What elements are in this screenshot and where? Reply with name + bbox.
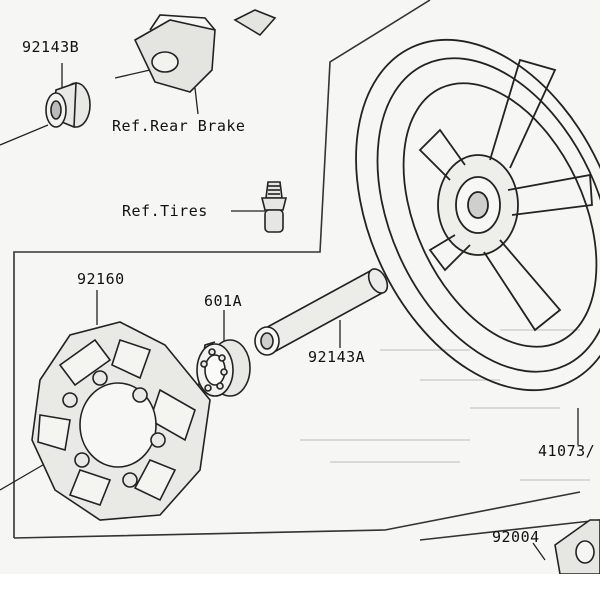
leader-92004 [532, 542, 546, 561]
axle-92143A-part [254, 268, 389, 356]
label-ref-tires: Ref.Tires [122, 202, 208, 220]
label-ref-rear-brake: Ref.Rear Brake [112, 117, 246, 135]
callout-frame [13, 0, 600, 541]
leader-left-upper [0, 124, 49, 146]
damper-92160-part [31, 321, 211, 521]
label-92143B: 92143B [22, 38, 80, 56]
label-92160: 92160 [77, 270, 125, 288]
leader-lines [0, 63, 579, 561]
label-92004: 92004 [492, 528, 540, 546]
label-41073: 41073/ [538, 442, 596, 460]
leader-brake-caliper [114, 69, 151, 79]
brake-caliper-part [133, 9, 277, 93]
bearing-601A-part [196, 339, 251, 397]
collar-92143B-part [45, 81, 91, 129]
bottom-margin [0, 574, 600, 600]
part-92004-fragment [554, 519, 600, 575]
tire-valve-part [260, 181, 288, 233]
label-601A: 601A [204, 292, 243, 310]
rear-wheel-part [355, 38, 600, 392]
faded-background-marks [300, 329, 590, 481]
label-92143A: 92143A [308, 348, 366, 366]
leader-ref-rear-brake [194, 87, 199, 115]
